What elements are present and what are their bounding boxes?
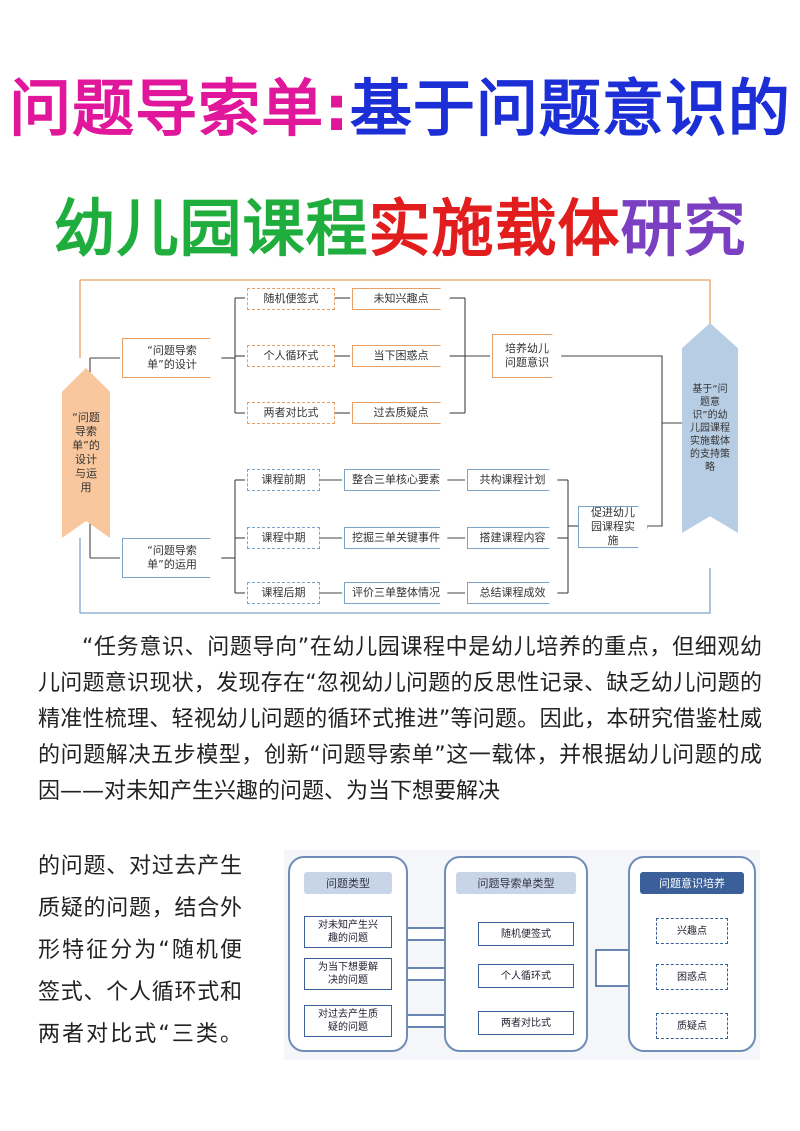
design-point-3: 过去质疑点 xyxy=(352,402,450,424)
body-text: “任务意识、问题导向”在幼儿园课程中是幼儿培养的重点，但细观幼儿问题意识现状，发… xyxy=(38,635,762,804)
design-type-2: 个人循环式 xyxy=(247,345,335,367)
header-awareness: 问题意识培养 xyxy=(640,872,744,894)
guide-type-1: 随机便签式 xyxy=(478,922,574,946)
left-label: “问题导索单”的设计与运用 xyxy=(62,368,110,538)
right-label: 基于“问题意识”的幼儿园课程实施载体的支持策略 xyxy=(682,323,738,533)
question-type-3: 对过去产生质疑的问题 xyxy=(304,1005,392,1037)
body-paragraph: “任务意识、问题导向”在幼儿园课程中是幼儿培养的重点，但细观幼儿问题意识现状，发… xyxy=(38,630,762,810)
label: 搭建课程内容 xyxy=(479,531,546,544)
title-part: 实施载体 xyxy=(368,192,621,265)
guide-type-2: 个人循环式 xyxy=(478,964,574,988)
use-stage-2: 课程中期 xyxy=(247,527,320,549)
use-stage-3: 课程后期 xyxy=(247,582,320,604)
label: 当下困惑点 xyxy=(373,349,429,362)
title-line-1: 问题导索单:基于问题意识的 xyxy=(0,58,800,148)
use-label: “问题导索单”的运用 xyxy=(147,544,197,571)
awareness-2: 困惑点 xyxy=(656,964,728,990)
label: 问题类型 xyxy=(326,877,370,890)
label: 为当下想要解决的问题 xyxy=(318,962,378,986)
use-step-3: 评价三单整体情况 xyxy=(344,582,448,604)
label: 个人循环式 xyxy=(501,970,551,982)
guide-type-3: 两者对比式 xyxy=(478,1011,574,1035)
label: 评价三单整体情况 xyxy=(352,586,440,599)
title-part: 幼儿园课程 xyxy=(53,192,369,265)
label: 对未知产生兴趣的问题 xyxy=(318,920,378,944)
use-step-2: 挖掘三单关键事件 xyxy=(344,527,448,549)
label: 课程后期 xyxy=(261,586,306,599)
label: 整合三单核心要素 xyxy=(352,473,440,486)
design-type-3: 两者对比式 xyxy=(247,402,335,424)
question-type-1: 对未知产生兴趣的问题 xyxy=(304,916,392,948)
title-line-2: 幼儿园课程实施载体研究 xyxy=(0,178,800,268)
label: 共构课程计划 xyxy=(479,473,546,486)
use-step-1: 整合三单核心要素 xyxy=(344,469,448,491)
label: 随机便签式 xyxy=(501,928,551,940)
design-type-1: 随机便签式 xyxy=(247,288,335,310)
design-point-2: 当下困惑点 xyxy=(352,345,450,367)
use-result-2: 搭建课程内容 xyxy=(467,527,558,549)
awareness-3: 质疑点 xyxy=(656,1013,728,1039)
body-paragraph-cont: 的问题、对过去产生质疑的问题，结合外形特征分为“随机便签式、个人循环式和两者对比… xyxy=(38,846,242,1056)
design-goal: 培养幼儿问题意识 xyxy=(492,334,562,378)
label: 课程前期 xyxy=(261,473,306,486)
header-question-type: 问题类型 xyxy=(304,872,392,894)
label: 未知兴趣点 xyxy=(373,292,429,305)
title-part: 基于问题意识的 xyxy=(349,72,791,145)
label: 困惑点 xyxy=(677,971,707,983)
use-stage-1: 课程前期 xyxy=(247,469,320,491)
use-goal: 促进幼儿园课程实施 xyxy=(578,506,648,548)
label: 两者对比式 xyxy=(263,406,319,419)
label: 总结课程成效 xyxy=(479,586,546,599)
title-part: 问题导索单: xyxy=(9,72,350,145)
design-label: “问题导索单”的设计 xyxy=(147,344,197,371)
label: 对过去产生质疑的问题 xyxy=(318,1009,378,1033)
right-label-text: 基于“问题意识”的幼儿园课程实施载体的支持策略 xyxy=(690,383,730,473)
awareness-1: 兴趣点 xyxy=(656,918,728,944)
body-text-cont: 的问题、对过去产生质疑的问题，结合外形特征分为“随机便签式、个人循环式和两者对比… xyxy=(38,854,242,1047)
label: 课程中期 xyxy=(261,531,306,544)
left-label-text: “问题导索单”的设计与运用 xyxy=(72,411,100,494)
label: 挖掘三单关键事件 xyxy=(352,531,440,544)
question-type-2: 为当下想要解决的问题 xyxy=(304,958,392,990)
label: 促进幼儿园课程实施 xyxy=(591,506,635,547)
label: 随机便签式 xyxy=(263,292,319,305)
title-part: 研究 xyxy=(620,192,747,265)
design-box: “问题导索单”的设计 xyxy=(122,338,222,378)
label: 两者对比式 xyxy=(501,1017,551,1029)
label: 培养幼儿问题意识 xyxy=(505,342,549,369)
use-result-1: 共构课程计划 xyxy=(467,469,558,491)
flow-diagram: “问题导索单”的设计与运用 “问题导索单”的设计 “问题导索单”的运用 随机便签… xyxy=(50,268,750,620)
use-box: “问题导索单”的运用 xyxy=(122,538,222,578)
use-result-3: 总结课程成效 xyxy=(467,582,558,604)
header-guide-type: 问题导索单类型 xyxy=(456,872,576,894)
label: 过去质疑点 xyxy=(373,406,429,419)
label: 问题意识培养 xyxy=(659,877,725,890)
label: 兴趣点 xyxy=(677,925,707,937)
label: 问题导索单类型 xyxy=(477,877,555,890)
question-type-diagram: 问题类型 问题导索单类型 问题意识培养 对未知产生兴趣的问题 为当下想要解决的问… xyxy=(284,850,760,1060)
label: 个人循环式 xyxy=(263,349,319,362)
label: 质疑点 xyxy=(677,1020,707,1032)
design-point-1: 未知兴趣点 xyxy=(352,288,450,310)
